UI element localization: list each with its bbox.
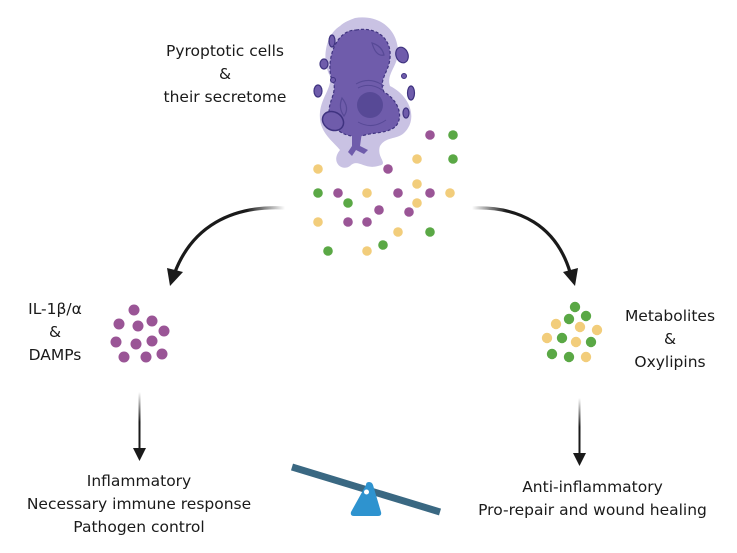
purple-particle — [156, 348, 168, 360]
purple-particle — [110, 336, 122, 348]
right-outcome: Anti-inflammatory Pro-repair and wound h… — [460, 476, 725, 522]
left-label-line-1: IL-1β/α — [28, 300, 82, 318]
title-line-1: Pyroptotic cells — [165, 42, 284, 60]
left-outcome-line-1: Inflammatory — [86, 472, 192, 490]
vesicle — [328, 34, 336, 48]
purple-particle — [158, 325, 170, 337]
purple-particle — [146, 335, 158, 347]
green-particle — [343, 198, 353, 208]
green-particle — [585, 336, 597, 348]
vesicle — [330, 77, 336, 83]
purple-particle — [425, 130, 435, 140]
er-membrane — [355, 80, 387, 126]
vesicle — [395, 46, 409, 64]
cell-stalk — [348, 132, 368, 156]
left-label-line-3: DAMPs — [28, 346, 82, 364]
title-line-2: & — [218, 65, 232, 83]
purple-particle — [383, 164, 393, 174]
yellow-particle — [412, 179, 422, 189]
green-particle — [323, 246, 333, 256]
green-particle — [569, 301, 581, 313]
right-outcome-line-2: Pro-repair and wound healing — [478, 501, 707, 519]
green-particle — [563, 351, 575, 363]
yellow-particle — [574, 321, 586, 333]
left-outcome: Inflammatory Necessary immune response P… — [0, 470, 278, 539]
green-particle — [378, 240, 388, 250]
arrow-right-curved — [471, 206, 578, 286]
yellow-particle — [445, 188, 455, 198]
yellow-particle — [591, 324, 603, 336]
vesicle — [319, 58, 329, 70]
purple-particle — [333, 188, 343, 198]
right-label-line-3: Oxylipins — [634, 353, 706, 371]
arrow-right-down — [573, 398, 586, 466]
right-outcome-line-1: Anti-inflammatory — [522, 478, 663, 496]
yellow-particle — [412, 198, 422, 208]
purple-particle — [140, 351, 152, 363]
green-particle — [580, 310, 592, 322]
green-particle — [425, 227, 435, 237]
green-particle — [448, 130, 458, 140]
yellow-particle — [412, 154, 422, 164]
yellow-particle — [362, 188, 372, 198]
purple-particle — [146, 315, 158, 327]
purple-particle — [128, 304, 140, 316]
vesicle — [321, 110, 345, 132]
secretome-particles — [313, 130, 458, 256]
title-label: Pyroptotic cells & their secretome — [150, 40, 300, 109]
left-label: IL-1β/α & DAMPs — [10, 298, 100, 367]
purple-particle — [374, 205, 384, 215]
yellow-particle — [313, 217, 323, 227]
green-particle — [448, 154, 458, 164]
mitochondrion — [371, 42, 385, 56]
metabolites-oxylipins-cluster — [541, 301, 603, 363]
green-particle — [313, 188, 323, 198]
pyroptotic-cell-icon — [313, 17, 416, 168]
right-label-line-2: & — [663, 330, 677, 348]
yellow-particle — [580, 351, 592, 363]
left-outcome-line-2: Necessary immune response — [26, 495, 252, 513]
purple-particle — [404, 207, 414, 217]
purple-particle — [343, 217, 353, 227]
green-particle — [556, 332, 568, 344]
yellow-particle — [570, 336, 582, 348]
green-particle — [546, 348, 558, 360]
left-outcome-line-3: Pathogen control — [73, 518, 205, 536]
right-label-line-1: Metabolites — [624, 307, 716, 325]
left-label-line-2: & — [48, 323, 62, 341]
purple-particle — [132, 320, 144, 332]
purple-particle — [130, 338, 142, 350]
vesicle — [313, 84, 323, 98]
mitochondrion — [339, 96, 348, 118]
vesicle — [406, 85, 416, 101]
nucleus — [357, 92, 383, 118]
seesaw-balance-icon — [290, 463, 442, 516]
purple-particle — [425, 188, 435, 198]
right-label: Metabolites & Oxylipins — [615, 305, 725, 374]
yellow-particle — [393, 227, 403, 237]
arrow-left-curved — [167, 206, 286, 286]
yellow-particle — [550, 318, 562, 330]
vesicle — [402, 107, 410, 119]
vesicle — [401, 73, 407, 79]
title-line-3: their secretome — [163, 88, 287, 106]
purple-particle — [118, 351, 130, 363]
purple-particle — [113, 318, 125, 330]
yellow-particle — [362, 246, 372, 256]
arrow-left-down — [133, 392, 146, 461]
yellow-particle — [541, 332, 553, 344]
yellow-particle — [313, 164, 323, 174]
seesaw-fulcrum — [350, 482, 382, 516]
purple-particle — [362, 217, 372, 227]
seesaw-pivot — [364, 489, 369, 495]
il1-damps-cluster — [110, 304, 170, 363]
purple-particle — [393, 188, 403, 198]
green-particle — [563, 313, 575, 325]
